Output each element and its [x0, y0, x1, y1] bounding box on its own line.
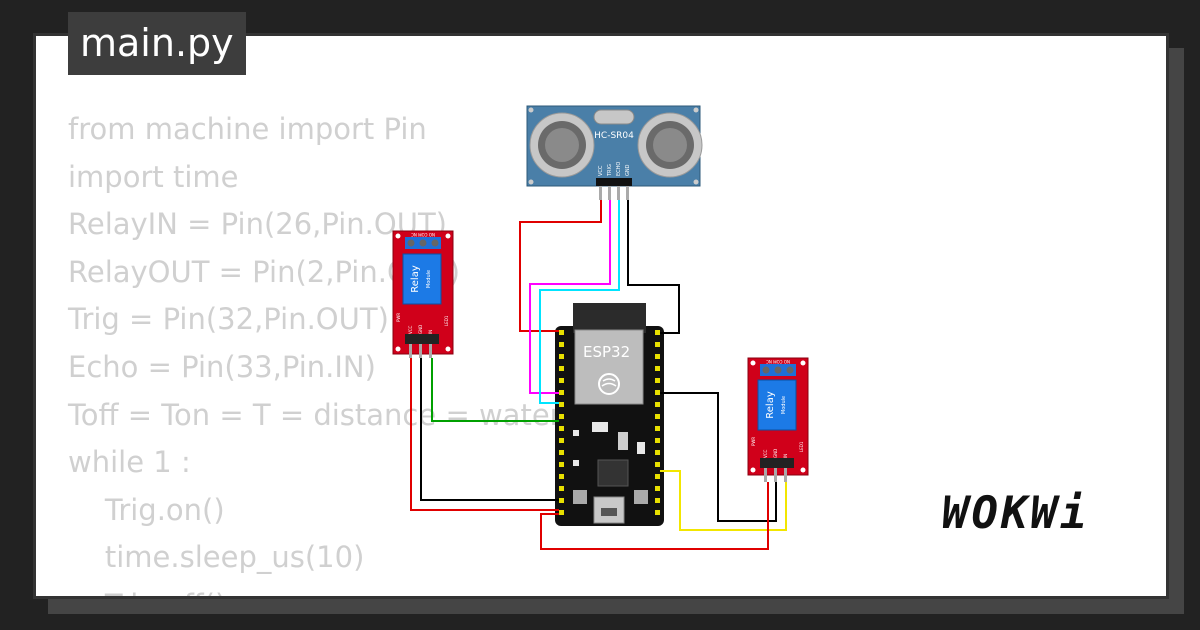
relay-sublabel: Module — [781, 396, 787, 414]
code-line: from machine import Pin — [68, 112, 427, 146]
relay-side-label: PWR — [751, 437, 756, 446]
code-line: while 1 : — [68, 445, 191, 480]
relay-label: Relay — [410, 265, 421, 293]
relay-module-right[interactable]: NO COM NC Relay Module PWR LED1 VCC GND … — [747, 357, 809, 482]
relay-pin-label: IN — [783, 454, 788, 458]
wire-gnd-sensor — [627, 200, 680, 334]
mcu-label: ESP32 — [583, 343, 630, 361]
sensor-pin-label: TRIG — [607, 164, 613, 177]
wire-vcc — [519, 200, 602, 332]
relay-sublabel: Module — [426, 270, 432, 288]
relay-pin-label: VCC — [763, 449, 768, 458]
relay-side-label: PWR — [396, 313, 401, 322]
relay-terminal-labels: NO COM NC — [411, 232, 435, 237]
relay-module-left[interactable]: NO COM NC Relay Module PWR LED1 VCC GND … — [392, 230, 454, 358]
relay-side-label: LED1 — [444, 315, 449, 326]
sensor-pin-label: ECHO — [616, 162, 622, 176]
code-line: Trig = Pin(32,Pin.OUT) — [68, 302, 389, 337]
sensor-pin-label: VCC — [598, 165, 604, 176]
wire-relay-right-vcc — [540, 482, 769, 550]
code-line: Echo = Pin(33,Pin.IN) — [68, 349, 376, 384]
wire-relay-right-in — [660, 470, 787, 531]
wire-relay-left-gnd — [420, 358, 559, 501]
esp32-board[interactable]: ESP32 — [555, 303, 664, 526]
sensor-label: HC-SR04 — [594, 131, 634, 141]
wire-relay-left-in — [431, 358, 559, 422]
wires — [410, 200, 787, 550]
ultrasonic-sensor[interactable]: HC-SR04 VCC TRIG ECHO GND — [526, 105, 703, 200]
sensor-pin-label: GND — [625, 164, 631, 176]
relay-side-label: LED1 — [799, 441, 804, 452]
relay-pin-label: GND — [418, 325, 423, 334]
code-line: Trig.on() — [68, 492, 225, 527]
wokwi-logo: WOKWi — [942, 488, 1090, 539]
relay-label: Relay — [765, 391, 776, 419]
file-tab[interactable]: main.py — [68, 12, 246, 75]
wire-relay-right-gnd — [660, 392, 777, 522]
code-line: time.sleep_us(10) — [68, 540, 365, 575]
code-line: Trig.off() — [68, 582, 623, 596]
code-line: RelayIN = Pin(26,Pin.OUT) — [68, 207, 447, 242]
code-line: import time — [68, 159, 239, 194]
relay-pin-label: IN — [428, 330, 433, 334]
relay-terminal-labels: NO COM NC — [766, 359, 790, 364]
relay-pin-label: VCC — [408, 325, 413, 334]
wire-relay-left-vcc — [410, 358, 559, 511]
wire-echo — [539, 200, 620, 404]
relay-pin-label: GND — [773, 449, 778, 458]
